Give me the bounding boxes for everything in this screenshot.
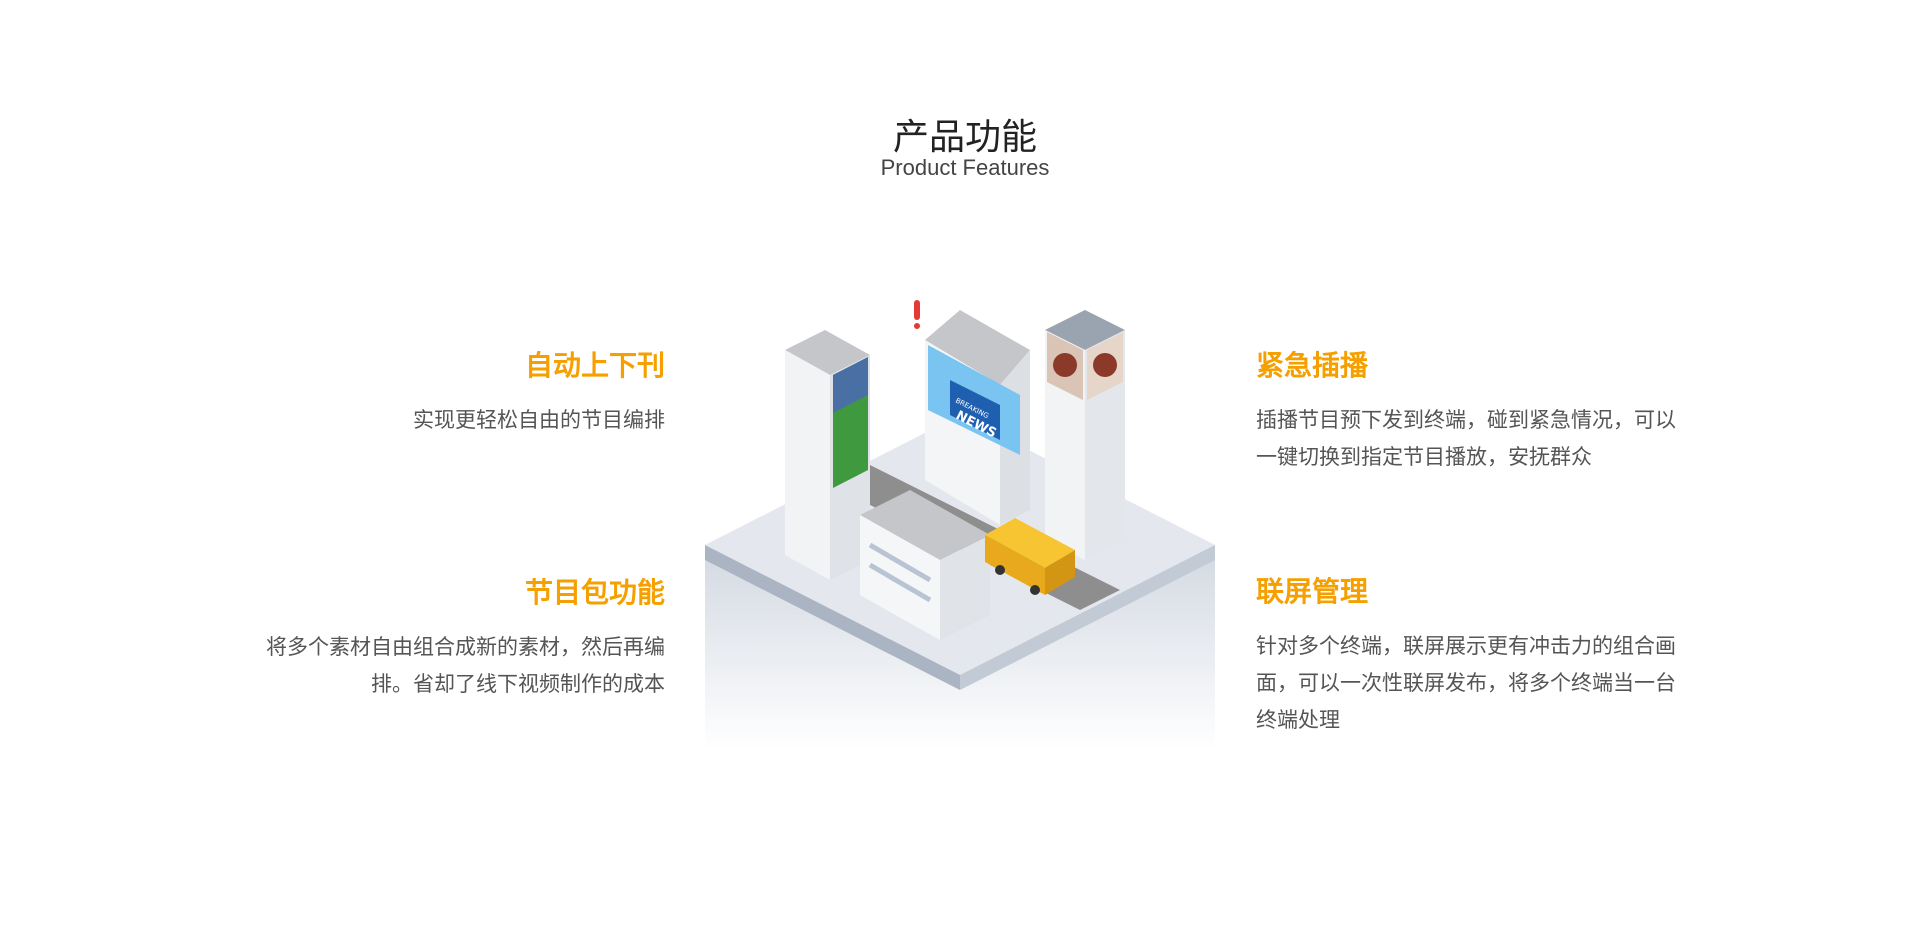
feature-desc: 插播节目预下发到终端，碰到紧急情况，可以一键切换到指定节目播放，安抚群众 — [1256, 408, 1676, 469]
truck — [985, 518, 1075, 568]
alert-exclamation-icon — [914, 300, 920, 320]
feature-program-package: 节目包功能 将多个素材自由组合成新的素材，然后再编排。省却了线下视频制作的成本 — [195, 575, 665, 703]
feature-title: 联屏管理 — [1256, 575, 1369, 608]
feature-desc: 针对多个终端，联屏展示更有冲击力的组合画面，可以一次性联屏发布，将多个终端当一台… — [1256, 634, 1676, 732]
feature-auto-schedule: 自动上下刊 实现更轻松自由的节目编排 — [195, 348, 665, 439]
feature-emergency-insert: 紧急插播 插播节目预下发到终端，碰到紧急情况，可以一键切换到指定节目播放，安抚群… — [1256, 348, 1691, 476]
page-subtitle: Product Features — [880, 155, 1050, 180]
page-title: 产品功能 — [892, 117, 1037, 158]
feature-title: 自动上下刊 — [524, 349, 665, 382]
city-illustration: BREAKING NEWS — [705, 300, 1215, 750]
feature-desc: 实现更轻松自由的节目编排 — [413, 408, 665, 432]
feature-desc: 将多个素材自由组合成新的素材，然后再编排。省却了线下视频制作的成本 — [266, 635, 665, 696]
feature-multi-screen: 联屏管理 针对多个终端，联屏展示更有冲击力的组合画面，可以一次性联屏发布，将多个… — [1256, 574, 1691, 739]
feature-title: 节目包功能 — [524, 576, 665, 609]
feature-title: 紧急插播 — [1256, 349, 1369, 382]
